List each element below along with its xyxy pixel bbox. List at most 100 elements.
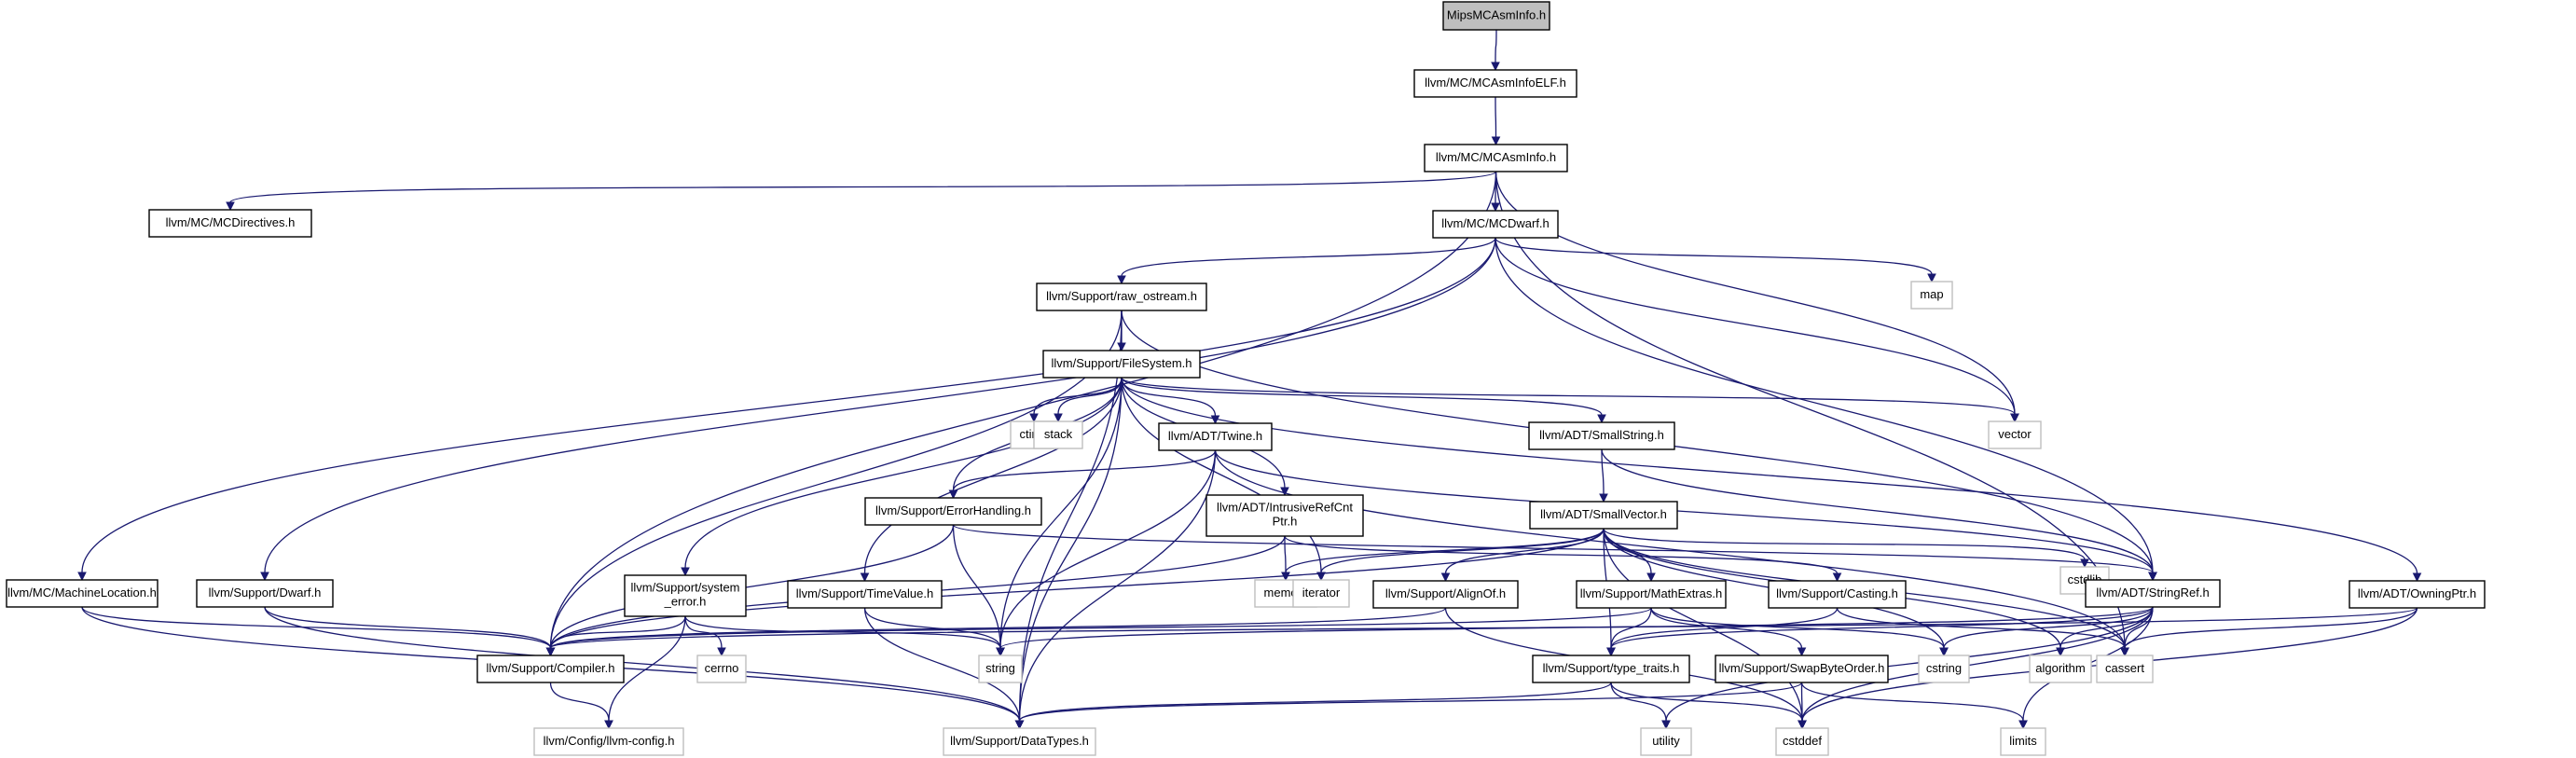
edge-smallvec-to-alignof xyxy=(1444,528,1605,574)
edge-arrowhead xyxy=(1927,273,1936,283)
edge-swapbyte-to-limits xyxy=(1800,682,2024,722)
node-root[interactable]: MipsMCAsmInfo.h xyxy=(1442,1,1550,31)
node-label-compiler: llvm/Support/Compiler.h xyxy=(487,661,615,675)
edge-arrowhead xyxy=(77,572,87,582)
edge-smallvec-to-cstddef xyxy=(1603,528,1803,722)
node-box-rawos xyxy=(1036,283,1207,311)
node-rawos[interactable]: llvm/Support/raw_ostream.h xyxy=(1036,283,1207,311)
node-machloc[interactable]: llvm/MC/MachineLocation.h xyxy=(6,579,158,608)
node-casting[interactable]: llvm/Support/Casting.h xyxy=(1768,580,1907,609)
node-label-asmelf: llvm/MC/MCAsmInfoELF.h xyxy=(1425,76,1566,90)
node-twine[interactable]: llvm/ADT/Twine.h xyxy=(1158,422,1273,451)
node-box-datatypes xyxy=(943,727,1096,756)
edge-arrowhead xyxy=(1491,136,1501,146)
node-asminfo[interactable]: llvm/MC/MCAsmInfo.h xyxy=(1424,144,1568,172)
edge-machloc-to-compiler xyxy=(81,606,552,649)
edge-twine-to-cassert xyxy=(1214,449,2126,649)
node-box-fs xyxy=(1042,350,1201,379)
edge-arrowhead xyxy=(1939,647,1949,657)
node-llvmconfig: llvm/Config/llvm-config.h xyxy=(533,727,684,756)
node-label-typetraits: llvm/Support/type_traits.h xyxy=(1543,661,1680,675)
node-compiler[interactable]: llvm/Support/Compiler.h xyxy=(476,655,625,683)
node-stringref[interactable]: llvm/ADT/StringRef.h xyxy=(2085,579,2221,608)
edge-errh-to-stringref xyxy=(952,524,2154,573)
edge-root-to-asmelf xyxy=(1495,29,1497,63)
edge-owningptr-to-cassert xyxy=(2124,607,2418,649)
node-errh[interactable]: llvm/Support/ErrorHandling.h xyxy=(864,497,1042,526)
node-label-rawos: llvm/Support/raw_ostream.h xyxy=(1046,289,1197,303)
edge-arrowhead xyxy=(1606,647,1616,657)
node-label-vector: vector xyxy=(1998,427,2032,441)
node-smallstr[interactable]: llvm/ADT/SmallString.h xyxy=(1528,421,1675,450)
edge-mathext-to-cstring xyxy=(1650,607,1945,649)
node-box-mcdwarf xyxy=(1432,210,1559,239)
node-mcdwarf[interactable]: llvm/MC/MCDwarf.h xyxy=(1432,210,1559,239)
node-box-algorithm xyxy=(2029,655,2092,683)
node-label-mcdwarf: llvm/MC/MCDwarf.h xyxy=(1441,216,1550,230)
node-typetraits[interactable]: llvm/Support/type_traits.h xyxy=(1532,655,1690,683)
node-syserr[interactable]: llvm/Support/system_error.h xyxy=(624,574,747,617)
node-fs[interactable]: llvm/Support/FileSystem.h xyxy=(1042,350,1201,379)
node-box-owningptr xyxy=(2349,580,2486,609)
node-owningptr[interactable]: llvm/ADT/OwningPtr.h xyxy=(2349,580,2486,609)
node-box-directives xyxy=(148,209,312,238)
node-asmelf[interactable]: llvm/MC/MCAsmInfoELF.h xyxy=(1413,69,1577,98)
node-label-asminfo: llvm/MC/MCAsmInfo.h xyxy=(1436,150,1556,164)
node-alignof[interactable]: llvm/Support/AlignOf.h xyxy=(1372,580,1519,609)
edge-arrowhead xyxy=(1599,493,1608,503)
node-box-cerrno xyxy=(696,655,747,683)
edge-fs-to-owningptr xyxy=(1121,377,2418,574)
edge-twine-to-stringref xyxy=(1214,449,2154,573)
node-box-cstring xyxy=(1918,655,1970,683)
edge-fs-to-string xyxy=(999,377,1123,649)
edge-stringref-to-utility xyxy=(1665,606,2154,722)
node-cassert: cassert xyxy=(2096,655,2154,683)
node-box-limits xyxy=(2000,727,2046,756)
node-box-cassert xyxy=(2096,655,2154,683)
node-label-fs: llvm/Support/FileSystem.h xyxy=(1052,356,1192,370)
edge-fs-to-iterator xyxy=(1121,377,1322,573)
node-box-asmelf xyxy=(1413,69,1577,98)
edge-alignof-to-compiler xyxy=(549,607,1447,649)
edge-fs-to-ctime xyxy=(1033,377,1123,415)
edge-arrowhead xyxy=(1281,572,1290,582)
edge-mcdwarf-to-stringref xyxy=(1495,237,2154,573)
edge-dwarf-to-datatypes xyxy=(264,606,1021,722)
node-iterator: iterator xyxy=(1292,579,1350,608)
node-label-stringref: llvm/ADT/StringRef.h xyxy=(2096,586,2209,600)
node-label-timeval: llvm/Support/TimeValue.h xyxy=(796,586,933,600)
edge-typetraits-to-datatypes xyxy=(1018,682,1612,722)
edge-arrowhead xyxy=(2148,572,2157,582)
edge-arrowhead xyxy=(545,647,556,657)
node-dwarf[interactable]: llvm/Support/Dwarf.h xyxy=(196,579,334,608)
edge-asmelf-to-asminfo xyxy=(1495,96,1497,138)
node-box-string xyxy=(978,655,1023,683)
node-swapbyte[interactable]: llvm/Support/SwapByteOrder.h xyxy=(1715,655,1889,683)
edge-syserr-to-string xyxy=(684,615,1001,649)
node-smallvec[interactable]: llvm/ADT/SmallVector.h xyxy=(1529,501,1678,530)
edge-stringref-to-cstddef xyxy=(1801,606,2154,722)
node-directives[interactable]: llvm/MC/MCDirectives.h xyxy=(148,209,312,238)
node-box-vector xyxy=(1988,420,2042,449)
node-algorithm: algorithm xyxy=(2029,655,2092,683)
edge-arrowhead xyxy=(1491,202,1500,213)
edge-arrowhead xyxy=(1661,720,1671,730)
edge-owningptr-to-compiler xyxy=(549,607,2418,649)
edge-rawos-to-datatypes xyxy=(1018,310,1123,722)
node-box-swapbyte xyxy=(1715,655,1889,683)
node-box-smallvec xyxy=(1529,501,1678,530)
node-box-machloc xyxy=(6,579,158,608)
node-timeval[interactable]: llvm/Support/TimeValue.h xyxy=(787,580,943,609)
edge-mathext-to-compiler xyxy=(549,607,1652,649)
edge-arrowhead xyxy=(1280,487,1289,497)
node-label-cstddef: cstddef xyxy=(1783,734,1822,748)
node-mathext[interactable]: llvm/Support/MathExtras.h xyxy=(1576,580,1727,609)
node-label-smallstr: llvm/ADT/SmallString.h xyxy=(1539,428,1664,442)
edge-mcdwarf-to-machloc xyxy=(81,237,1496,573)
edge-fs-to-stack xyxy=(1057,377,1123,415)
node-vector: vector xyxy=(1988,420,2042,449)
node-box-stack xyxy=(1033,420,1083,449)
node-box-typetraits xyxy=(1532,655,1690,683)
edges-layer xyxy=(77,29,2422,730)
